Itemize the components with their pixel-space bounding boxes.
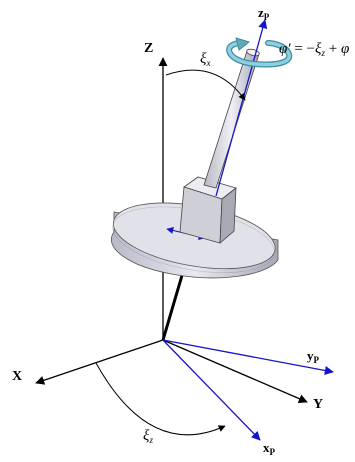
rod-block — [179, 176, 237, 244]
x-axis-label: X — [12, 369, 22, 384]
y-axis-label: Y — [313, 397, 323, 412]
support-stick — [161, 271, 185, 341]
zp-axis — [215, 19, 268, 197]
xi-x-arc — [165, 69, 246, 101]
xp-axis-label: xP — [263, 440, 276, 457]
yp-axis — [162, 339, 334, 375]
spin-arrow — [226, 37, 293, 68]
xi-z-label: ξz — [143, 428, 153, 445]
xi-x-label: ξx — [200, 51, 210, 68]
x-axis — [35, 339, 164, 385]
gyro-rod — [203, 48, 260, 189]
y-axis — [162, 339, 308, 403]
xp-axis — [162, 339, 261, 441]
xi-z-arc — [95, 362, 226, 436]
zp-axis-label: zP — [258, 5, 270, 22]
yp-axis-label: yP — [307, 348, 320, 365]
phi-equation: φ′ = −ξz + φ — [279, 41, 349, 58]
z-axis-label: Z — [144, 41, 153, 56]
